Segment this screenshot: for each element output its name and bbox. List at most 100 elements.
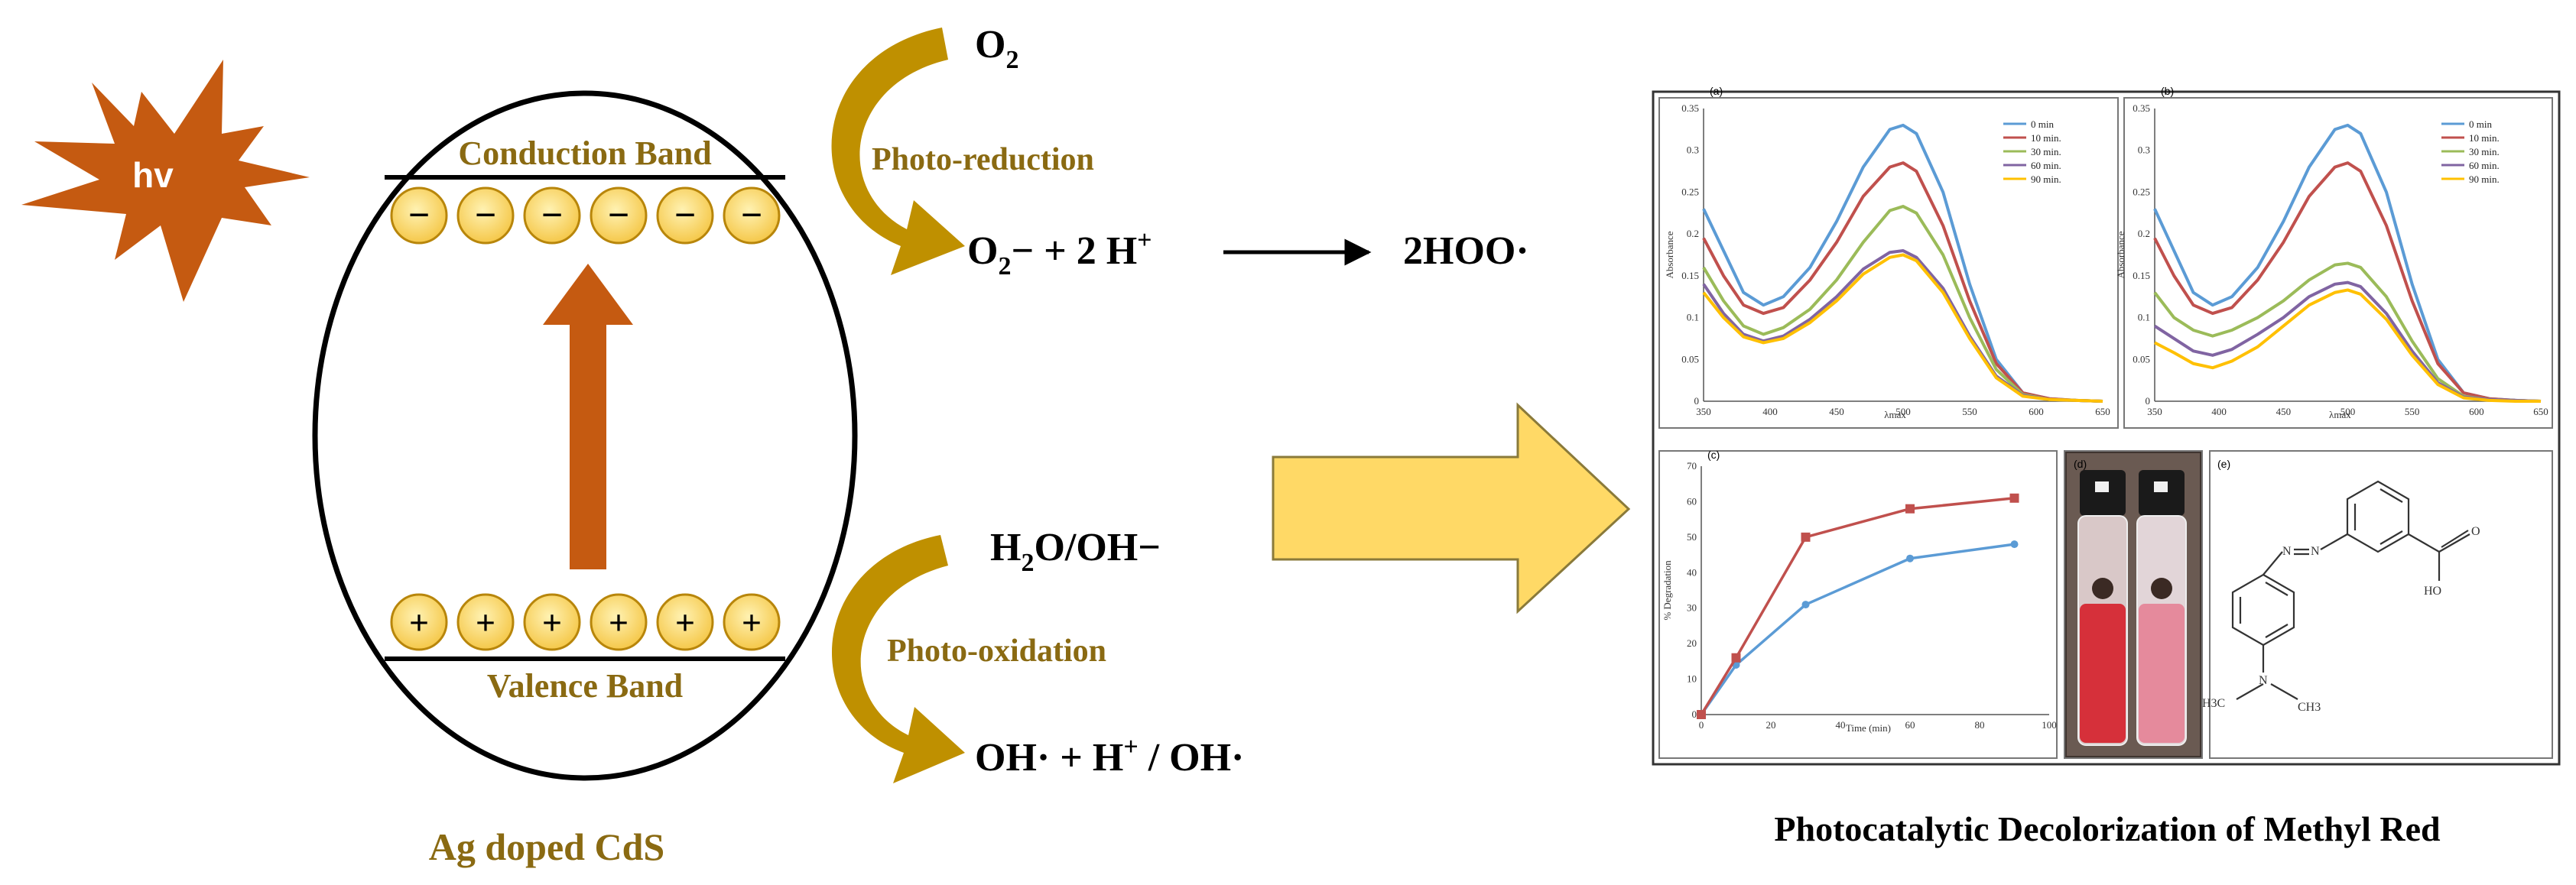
sun-icon <box>21 60 310 302</box>
x-tick-label: 500 <box>1895 406 1911 417</box>
x-tick-label: 500 <box>2340 406 2356 417</box>
conduction-band-label: Conduction Band <box>458 135 711 172</box>
y-axis-label: % Degradation <box>1662 560 1673 621</box>
y-tick-label: 0.05 <box>1681 353 1699 365</box>
electron-2 <box>456 186 515 245</box>
catalyst-label: Ag doped CdS <box>429 825 664 868</box>
data-point <box>1905 504 1915 514</box>
photo-reduction-pathway: O2 Photo-reduction O2− + 2 H+ 2HOO· <box>831 23 1529 280</box>
legend-label: 10 min. <box>2469 132 2500 144</box>
y-tick-label: 60 <box>1687 495 1697 507</box>
x-tick-label: 60 <box>1905 719 1915 731</box>
hole-sign: + <box>476 603 495 642</box>
atom-n1: N <box>2311 545 2320 558</box>
photo-d-tag: (d) <box>2074 458 2087 470</box>
x-tick-label: 650 <box>2095 406 2110 417</box>
atom-oh: HO <box>2424 585 2441 598</box>
y-tick-label: 0 <box>2146 395 2151 407</box>
y-tick-label: 0.1 <box>1687 312 1699 323</box>
electron-row: −−−−−− <box>390 186 781 245</box>
y-tick-label: 0.15 <box>1681 270 1699 281</box>
x-tick-label: 400 <box>2211 406 2227 417</box>
hole-5 <box>656 593 714 651</box>
hole-sign: + <box>409 603 429 642</box>
x-tick-label: 550 <box>2405 406 2420 417</box>
legend-label: 90 min. <box>2469 173 2500 185</box>
hydroxyl-label: OH· + H+ / OH· <box>975 733 1244 780</box>
hole-sign: + <box>609 603 629 642</box>
y-tick-label: 0.3 <box>2138 144 2150 156</box>
panel-tag: (b) <box>2161 85 2174 97</box>
data-point <box>2010 540 2019 549</box>
hole-sign: + <box>675 603 695 642</box>
electron-5 <box>656 186 714 245</box>
x-tick-label: 450 <box>2276 406 2292 417</box>
y-tick-label: 0 <box>1694 395 1700 407</box>
y-tick-label: 20 <box>1687 637 1697 649</box>
photo-reduction-label: Photo-reduction <box>872 142 1094 177</box>
vial-cap-1 <box>2080 470 2126 516</box>
x-tick-label: 40 <box>1836 719 1846 731</box>
y-tick-label: 0.05 <box>2133 353 2150 365</box>
y-tick-label: 0 <box>1692 708 1697 720</box>
legend-label: 90 min. <box>2031 173 2061 185</box>
panel-tag: (c) <box>1707 449 1720 461</box>
structure-e-tag: (e) <box>2217 458 2230 470</box>
electron-sign: − <box>674 193 697 236</box>
photo-oxidation-label: Photo-oxidation <box>887 634 1106 669</box>
electron-sign: − <box>408 193 430 236</box>
x-tick-label: 100 <box>2042 719 2057 731</box>
x-axis-label: λmax <box>1884 409 1906 420</box>
y-tick-label: 0.25 <box>2133 186 2150 197</box>
x-tick-label: 600 <box>2029 406 2044 417</box>
electron-3 <box>523 186 581 245</box>
hole-sign: + <box>542 603 562 642</box>
photo-oxidation-pathway: H2O/OH− Photo-oxidation OH· + H+ / OH· <box>831 526 1244 783</box>
legend-label: 0 min <box>2469 118 2492 130</box>
valence-band-label: Valence Band <box>487 667 683 705</box>
data-point <box>1697 710 1706 719</box>
sun-burst: hv <box>21 60 310 302</box>
legend-label: 30 min. <box>2031 146 2061 157</box>
x-tick-label: 0 <box>1699 719 1704 731</box>
oxidation-curved-arrow <box>831 535 965 783</box>
o2-label: O2 <box>975 23 1018 74</box>
hole-row: ++++++ <box>390 593 781 651</box>
y-tick-label: 70 <box>1687 460 1697 472</box>
hole-1 <box>390 593 448 651</box>
catalyst-particle: Conduction Band Valence Band −−−−−− ++++… <box>312 90 858 868</box>
x-tick-label: 20 <box>1766 719 1776 731</box>
x-tick-label: 550 <box>1962 406 1977 417</box>
x-tick-label: 80 <box>1975 719 1985 731</box>
atom-n3: N <box>2259 674 2268 687</box>
hole-4 <box>590 593 648 651</box>
reduction-curved-arrow <box>831 28 965 275</box>
y-tick-label: 0.25 <box>1681 186 1699 197</box>
y-axis-label: Absorbance <box>2115 231 2126 278</box>
x-tick-label: 450 <box>1829 406 1844 417</box>
result-title: Photocatalytic Decolorization of Methyl … <box>1774 809 2441 848</box>
x-tick-label: 350 <box>1696 406 1711 417</box>
data-point <box>1801 601 1810 609</box>
hole-2 <box>456 593 515 651</box>
y-tick-label: 30 <box>1687 602 1697 614</box>
result-arrow <box>1272 402 1631 614</box>
electron-sign: − <box>475 193 497 236</box>
y-tick-label: 0.35 <box>1681 102 1699 114</box>
panel-tag: (a) <box>1710 85 1723 97</box>
atom-me2: CH3 <box>2298 701 2321 714</box>
series-line-5 <box>2154 288 2541 403</box>
legend-label: 30 min. <box>2469 146 2500 157</box>
vial-cap-2 <box>2139 470 2185 516</box>
data-point <box>1906 554 1914 562</box>
series-line-2 <box>2153 161 2542 403</box>
y-tick-label: 0.35 <box>2133 102 2150 114</box>
hoo-radical-label: 2HOO· <box>1403 229 1529 273</box>
water-label: H2O/OH− <box>990 526 1161 577</box>
vial-photo-d: (d) <box>2064 450 2203 759</box>
y-tick-label: 0.15 <box>2133 270 2150 281</box>
